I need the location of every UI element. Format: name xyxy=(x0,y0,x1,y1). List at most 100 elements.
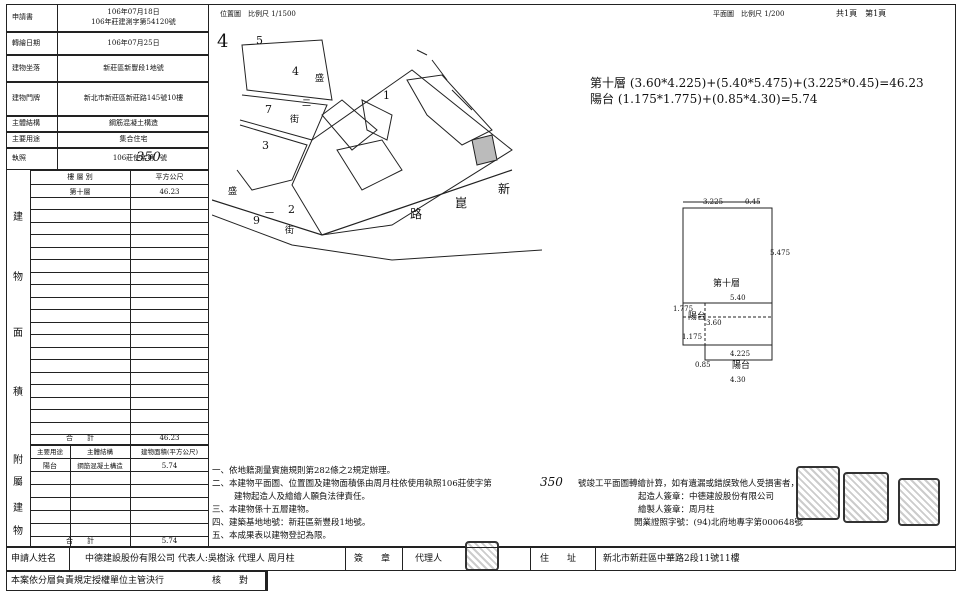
side-char: 屬 xyxy=(13,477,23,488)
info-label: 主體結構 xyxy=(12,119,40,127)
note-line: 三、本建物係十五層建物。 xyxy=(212,505,315,515)
grid-col xyxy=(130,445,131,547)
attached-table-frame xyxy=(30,445,209,547)
header-floor: 樓 層 別 xyxy=(67,173,93,181)
street-char: 街 xyxy=(285,226,295,236)
attached-header: 建物面積(平方公尺) xyxy=(140,448,199,456)
info-value: 集合住宅 xyxy=(119,135,148,143)
grid-line xyxy=(30,196,209,198)
grid-line xyxy=(30,296,209,298)
side-char: 物 xyxy=(13,526,23,537)
balcony-label: 陽台 xyxy=(732,361,751,371)
info-label-cell xyxy=(6,116,58,132)
note-line: 建物起造人及繪繪人願負法律責任。 xyxy=(234,492,371,502)
grid-line xyxy=(30,221,209,223)
floor-cell: 第十層 xyxy=(69,188,91,196)
side-char: 積 xyxy=(13,387,23,398)
info-value: 106年07月18日 xyxy=(107,8,160,16)
grid-line xyxy=(30,184,209,185)
attached-header: 主體結構 xyxy=(87,448,113,456)
dimension-left1: 1.775 xyxy=(673,305,694,313)
applicant-name: 中德建設股份有限公司 代表人:吳樹泳 代理人 周月柱 xyxy=(85,554,295,564)
info-label: 主要用途 xyxy=(12,135,40,143)
side-char: 建 xyxy=(13,503,23,514)
street-char: 一 xyxy=(265,209,275,219)
info-value: 新北市新莊區新莊路145號10樓 xyxy=(83,94,184,102)
location-map-title: 位置圖 比例尺 1/1500 xyxy=(220,10,296,18)
note-line: 一、依地籍測量實施規則第282條之2規定辦理。 xyxy=(212,466,396,476)
grid-line xyxy=(30,334,209,335)
info-label: 申請書 xyxy=(12,13,33,21)
lot-number: 7 xyxy=(265,103,272,116)
street-char: 盛 xyxy=(315,74,325,84)
street-char: 新 xyxy=(498,182,511,196)
dimension-right: 5.475 xyxy=(770,249,791,257)
dimension-bot1: 4.225 xyxy=(730,350,751,358)
grid-line xyxy=(30,259,209,260)
info-label-cell xyxy=(6,32,58,55)
info-value: 106年07月25日 xyxy=(107,38,160,47)
grid-line xyxy=(30,234,209,235)
grid-col xyxy=(70,445,71,547)
grid-line xyxy=(30,284,209,285)
structure-cell: 鋼筋混凝土構造 xyxy=(77,462,123,470)
street-char: 崑 xyxy=(455,196,468,210)
grid-line xyxy=(30,396,209,398)
info-label-cell xyxy=(6,132,58,148)
grid-line xyxy=(30,359,209,360)
lot-number: 3 xyxy=(262,139,269,152)
applicant-label: 申請人姓名 xyxy=(11,554,57,564)
lot-number: 1 xyxy=(383,89,390,102)
street-char: 街 xyxy=(290,115,300,125)
lot-number: 9 xyxy=(253,214,260,227)
dimension-left2: 3.60 xyxy=(706,319,722,327)
grid-line xyxy=(30,484,209,485)
info-label-cell xyxy=(6,148,58,170)
signer-line: 開業證照字號：(94)北府地專字第000648號 xyxy=(634,518,803,528)
floor-plan-drawing xyxy=(682,201,773,361)
dimension-top: 3.225 xyxy=(703,198,724,206)
note-continuation: 號竣工平面圖轉繪計算，如有遺漏或錯誤致他人受損害者， xyxy=(578,479,800,489)
note-line: 四、建築基地地號：新莊區新豐段1地號。 xyxy=(212,518,371,528)
grid-line xyxy=(30,434,209,435)
grid-line xyxy=(30,384,209,385)
attached-header: 主要用途 xyxy=(37,448,63,456)
address-value: 新北市新莊區中華路2段11號11樓 xyxy=(603,554,740,564)
side-char: 物 xyxy=(13,272,23,283)
grid-line xyxy=(30,471,209,472)
grid-line xyxy=(30,510,209,511)
total-label: 合 計 xyxy=(66,537,94,545)
header-area: 平方公尺 xyxy=(155,173,184,181)
official-seal xyxy=(796,466,840,520)
balcony-formula: 陽台 (1.175*1.775)+(0.85*4.30)=5.74 xyxy=(590,92,818,106)
seal-label: 簽 章 xyxy=(354,554,391,564)
side-char: 建 xyxy=(13,212,23,223)
note-line: 五、本成果表以建物登記為限。 xyxy=(212,531,332,541)
grid-line xyxy=(30,346,209,348)
street-char: 路 xyxy=(410,207,423,221)
total-label: 合 計 xyxy=(66,434,94,442)
license-suffix: 號 xyxy=(160,154,167,162)
area-cell: 5.74 xyxy=(161,462,178,470)
total-value: 46.23 xyxy=(159,434,180,442)
north-arrow-label: 4 xyxy=(217,31,229,52)
company-seal xyxy=(843,472,889,523)
lot-number: 4 xyxy=(292,65,299,78)
info-label-cell xyxy=(6,82,58,116)
location-map xyxy=(212,39,542,261)
grid-line xyxy=(30,271,209,273)
authorization-note: 本案依分層負責規定授權單位主管決行 xyxy=(11,576,165,586)
use-cell: 陽台 xyxy=(43,462,57,470)
signer-line: 繪製人簽章：周月柱 xyxy=(638,505,715,515)
dimension-top_right: 0.45 xyxy=(745,198,761,206)
info-label: 執照 xyxy=(12,154,26,162)
lot-number: 5 xyxy=(256,34,263,47)
address-label: 住 址 xyxy=(540,554,577,564)
grid-line xyxy=(30,523,209,524)
area-table-frame xyxy=(30,170,209,445)
dimension-mid: 5.40 xyxy=(730,294,746,302)
info-label: 建物門牌 xyxy=(12,94,40,102)
dimension-left3: 1.175 xyxy=(682,333,703,341)
license-handwritten: 350 xyxy=(136,150,161,165)
floor-plan-title: 平面圖 比例尺 1/200 xyxy=(713,10,785,18)
